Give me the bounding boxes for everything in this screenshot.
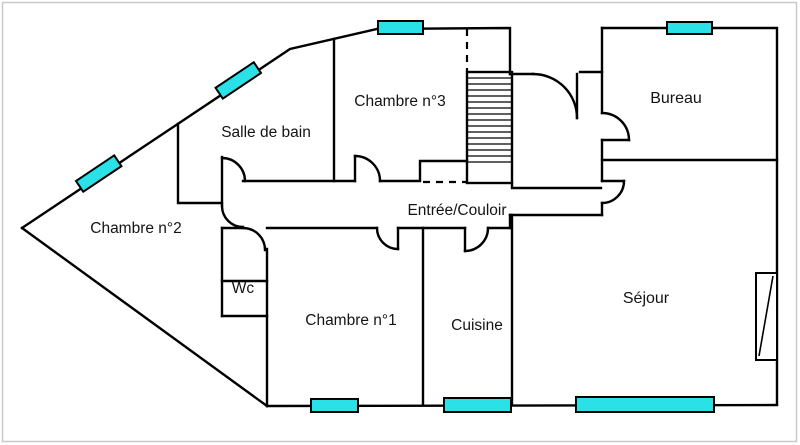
chambre1-door-arc — [375, 226, 400, 251]
room-label-wc: Wc — [232, 280, 255, 297]
room-labels: Chambre n°2 Salle de bain Chambre n°3 Bu… — [90, 90, 702, 334]
window-icon — [74, 154, 123, 194]
window-icon — [666, 21, 713, 35]
window-icon — [377, 20, 424, 35]
bureau-door-arc — [600, 111, 631, 142]
wall-corridor-north-right — [510, 181, 603, 190]
walls — [20, 26, 779, 408]
room-label-cuisine: Cuisine — [451, 317, 503, 334]
windows — [74, 20, 715, 413]
room-label-salle-de-bain: Salle de bain — [221, 124, 311, 141]
room-label-chambre-3: Chambre n°3 — [354, 93, 446, 110]
window-icon — [310, 398, 359, 413]
wall-pocket — [176, 122, 224, 205]
window-icon — [214, 60, 263, 100]
staircase-box — [465, 70, 514, 185]
sejour-door-arc — [600, 179, 626, 205]
cuisine-door-arc — [463, 226, 490, 253]
room-label-sejour: Séjour — [623, 290, 670, 307]
room-label-chambre-2: Chambre n°2 — [90, 220, 182, 237]
room-label-entree-couloir: Entrée/Couloir — [407, 202, 506, 219]
wall-stair-niche — [378, 159, 469, 183]
wc-door-arc — [241, 226, 267, 252]
bathroom-door-arc — [220, 156, 247, 183]
chambre3-door-arc — [353, 154, 382, 183]
room-label-chambre-1: Chambre n°1 — [305, 312, 397, 329]
staircase-steps — [468, 77, 511, 163]
window-icon — [575, 396, 715, 413]
room-label-bureau: Bureau — [650, 90, 702, 107]
window-icon — [443, 397, 512, 413]
chambre2-door-arc — [220, 204, 245, 229]
sejour-french-door — [755, 272, 778, 361]
wall-outer-diagonal — [20, 226, 269, 408]
